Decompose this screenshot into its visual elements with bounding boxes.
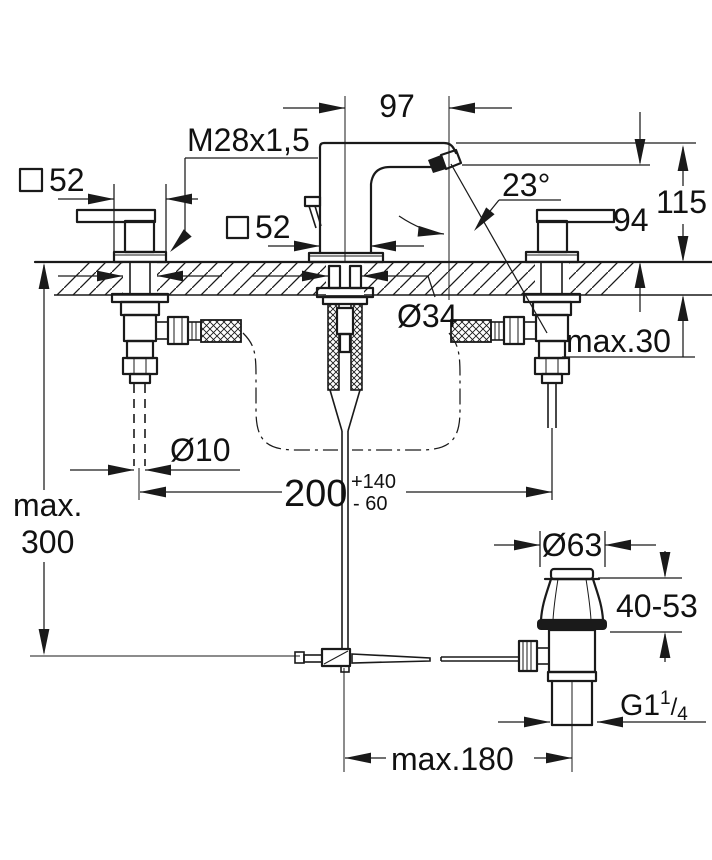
dim-4053-label: 40-53 <box>616 588 698 624</box>
center-shank-cutout <box>326 262 364 295</box>
dim-g114-label: G11/4 <box>620 688 688 725</box>
dim-63-label: Ø63 <box>542 527 602 563</box>
dim-max30-label: max.30 <box>566 323 671 359</box>
popup-rod-assembly <box>30 431 519 673</box>
rod-adjuster-knob <box>517 639 539 673</box>
dim-max-label: max. <box>13 487 82 523</box>
dimension-waste-range: 40-53 <box>598 551 698 662</box>
drain-valve <box>517 567 607 772</box>
dimension-pipe-diameter: Ø10 <box>70 432 240 476</box>
left-base-plate <box>112 250 168 264</box>
dimension-waste-thread: G11/4 <box>498 688 706 728</box>
dim-52-left-label: 52 <box>49 162 85 198</box>
left-shank-cutout <box>123 262 157 295</box>
hose-routing-lines <box>242 332 461 451</box>
right-handle <box>524 208 616 295</box>
dimension-left-square: 52 <box>18 162 198 260</box>
dim-10-label: Ø10 <box>170 432 230 468</box>
dim-94-label: 94 <box>613 202 649 238</box>
dimension-max-depth: max. 300 <box>13 263 82 655</box>
left-valve <box>110 292 242 500</box>
dim-23-label: 23° <box>502 167 550 203</box>
waste-cap <box>549 567 595 581</box>
dimension-waste-diameter: Ø63 <box>494 527 656 567</box>
horizontal-rod-left <box>351 653 431 664</box>
dimension-heights: 94 115 <box>456 112 707 312</box>
dimension-mounting-thread: M28x1,5 <box>166 122 318 256</box>
right-lever <box>535 208 616 224</box>
aerator-outlet <box>428 155 446 173</box>
waste-flange <box>537 619 607 630</box>
dim-34-label: Ø34 <box>397 298 457 334</box>
left-supply-hose <box>200 319 242 343</box>
dim-200-tol-minus: - 60 <box>353 493 387 515</box>
dim-m28-label: M28x1,5 <box>187 122 310 158</box>
right-shank-cutout <box>535 262 569 295</box>
dimension-hole-diameter: Ø34 <box>58 270 457 334</box>
dimension-rod-offset: max.180 <box>343 668 572 777</box>
dim-200-label: 200 <box>284 473 347 515</box>
dim-200-tol-plus: +140 <box>351 471 396 493</box>
left-lever <box>75 208 157 224</box>
dim-300-label: 300 <box>21 524 74 560</box>
popup-knob <box>303 195 322 208</box>
dimension-spout-reach: 97 <box>283 88 512 300</box>
square-symbol <box>18 167 44 193</box>
center-base-plate <box>307 251 385 264</box>
center-mounting-shank <box>315 264 375 432</box>
dimension-hole-spacing: 200 +140 - 60 <box>140 428 553 515</box>
right-base-plate <box>524 250 580 264</box>
dimension-deck-thickness: max.30 <box>562 295 695 359</box>
dim-115-label: 115 <box>656 184 707 220</box>
faucet-body <box>303 96 463 264</box>
dimension-spout-angle: 23° <box>398 163 561 334</box>
dim-max180-label: max.180 <box>391 741 514 777</box>
dim-52-center-label: 52 <box>255 209 291 245</box>
right-supply-hose <box>450 319 492 343</box>
right-valve <box>450 292 582 428</box>
dim-97-label: 97 <box>379 88 415 124</box>
square-symbol <box>225 215 250 240</box>
dimension-center-square: 52 <box>225 209 424 252</box>
rod-coupling <box>320 647 352 668</box>
